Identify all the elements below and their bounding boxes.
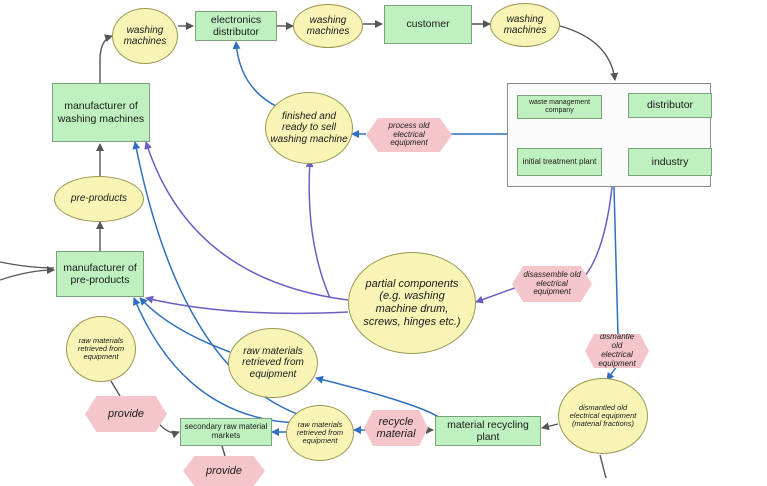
arrow-panel-to-disassemble [584, 186, 613, 277]
arrow-incoming-left-1 [0, 261, 55, 269]
arrow-raw-bottom-to-manufacturer [132, 141, 301, 416]
process-provide-1: provide [85, 396, 167, 432]
process-dismantle-old-equipment: dismantle old electrical equipment [585, 334, 649, 368]
process-recycle-material: recycle material [364, 410, 428, 446]
box-material-recycling-plant: material recycling plant [435, 416, 541, 446]
arrow-disassemble-to-partial [475, 285, 521, 304]
arrow-washing3-to-panel [559, 25, 619, 81]
ellipse-washing-machines-1: washing machines [112, 8, 178, 64]
arrow-partial-to-manufacturer [144, 141, 349, 301]
ellipse-washing-machines-2: washing machines [293, 4, 363, 48]
arrow-incoming-left-2 [0, 266, 55, 281]
box-distributor: distributor [628, 93, 712, 118]
ellipse-raw-materials-mid: raw materials retrieved from equipment [228, 328, 318, 398]
arrow-panel-to-dismantle [613, 186, 619, 337]
ellipse-washing-machines-3: washing machines [490, 3, 560, 47]
ellipse-pre-products: pre-products [54, 176, 144, 222]
box-waste-management-company: waste management company [517, 95, 602, 119]
ellipse-partial-components: partial components (e.g. washing machine… [348, 252, 476, 354]
box-initial-treatment-plant: initial treatment plant [517, 148, 602, 176]
arrow-partial-to-prem [145, 295, 349, 315]
arrow-partial-to-finished [305, 159, 331, 299]
arrow-raw-left-to-provide [110, 380, 121, 397]
process-old-electrical-equipment: process old electrical equipment [366, 118, 452, 152]
arrow-markets-to-provide2 [221, 445, 226, 457]
arrow-dismantled-to-plant [541, 422, 559, 431]
arrow-bottom-exit [599, 454, 607, 478]
ellipse-raw-materials-left: raw materials retrieved from equipment [66, 316, 136, 382]
box-manufacturer-washing-machines: manufacturer of washing machines [52, 83, 150, 142]
box-customer: customer [384, 5, 472, 44]
arrow-manufacturer-to-washing1 [99, 34, 113, 83]
box-manufacturer-pre-products: manufacturer of pre-products [56, 251, 144, 297]
box-industry: industry [628, 148, 712, 176]
ellipse-dismantled-equipment: dismantled old electrical equipment (mat… [558, 378, 648, 454]
ellipse-finished-ready-to-sell: finished and ready to sell washing machi… [265, 92, 353, 164]
process-disassemble-old-equipment: disassemble old electrical equipment [512, 266, 592, 302]
box-electronics-distributor: electronics distributor [195, 11, 277, 41]
process-provide-2: provide [183, 456, 265, 486]
arrow-raw-bottom-to-prem [133, 297, 301, 424]
box-secondary-raw-material-markets: secondary raw material markets [180, 418, 272, 446]
arrow-raw-mid-to-prem [139, 297, 231, 353]
ellipse-raw-materials-bottom: raw materials retrieved from equipment [286, 405, 354, 461]
arrow-plant-to-raw-mid [315, 375, 441, 419]
arrow-dismantle-to-dismantled [606, 365, 618, 381]
